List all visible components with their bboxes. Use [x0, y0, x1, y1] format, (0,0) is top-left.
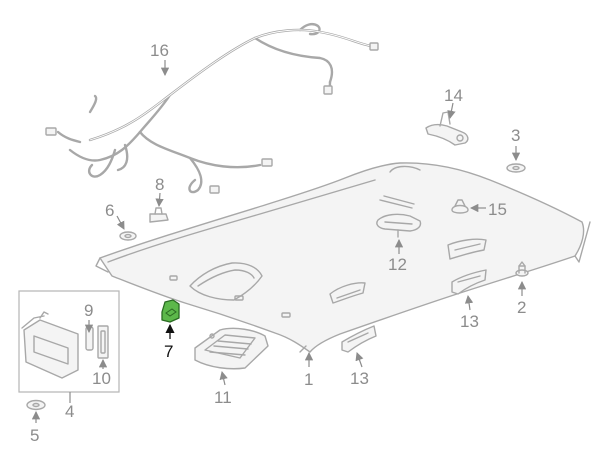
dome-lamp-part [376, 195, 422, 238]
callout-12: 12 [388, 255, 407, 274]
retainer-part-6 [119, 231, 137, 241]
leader-lines [31, 60, 527, 423]
callout-7-highlighted: 7 [164, 342, 173, 361]
callout-1: 1 [304, 370, 313, 389]
callout-10: 10 [92, 369, 111, 388]
bracket-part [425, 111, 469, 146]
push-pin-part [515, 261, 529, 277]
washer-part [506, 163, 526, 173]
callout-13-right: 13 [460, 312, 479, 331]
callout-labels: 16 14 3 15 8 6 12 2 13 13 1 11 9 10 4 5 … [30, 41, 526, 445]
callout-15: 15 [488, 200, 507, 219]
retainer-part-15 [451, 199, 469, 214]
assist-handle-part-lower [341, 325, 377, 353]
overhead-console-part [194, 327, 269, 370]
callout-5: 5 [30, 426, 39, 445]
washer-part-5 [26, 399, 46, 411]
callout-6: 6 [105, 201, 114, 220]
highlighted-clip-part-7[interactable] [161, 299, 180, 323]
callout-14: 14 [444, 86, 463, 105]
sun-visor-assembly-box [18, 290, 120, 393]
callout-13-lower: 13 [350, 369, 369, 388]
callout-4: 4 [65, 402, 74, 421]
wiring-harness-part [45, 22, 379, 194]
clip-part-8 [149, 207, 169, 223]
callout-8: 8 [155, 175, 164, 194]
callout-11: 11 [214, 388, 232, 407]
callout-9: 9 [84, 301, 93, 320]
headliner-panel-part [95, 162, 591, 353]
assist-handle-part-right [451, 269, 487, 295]
callout-3: 3 [511, 126, 520, 145]
callout-16: 16 [150, 41, 169, 60]
callout-2: 2 [517, 298, 526, 317]
